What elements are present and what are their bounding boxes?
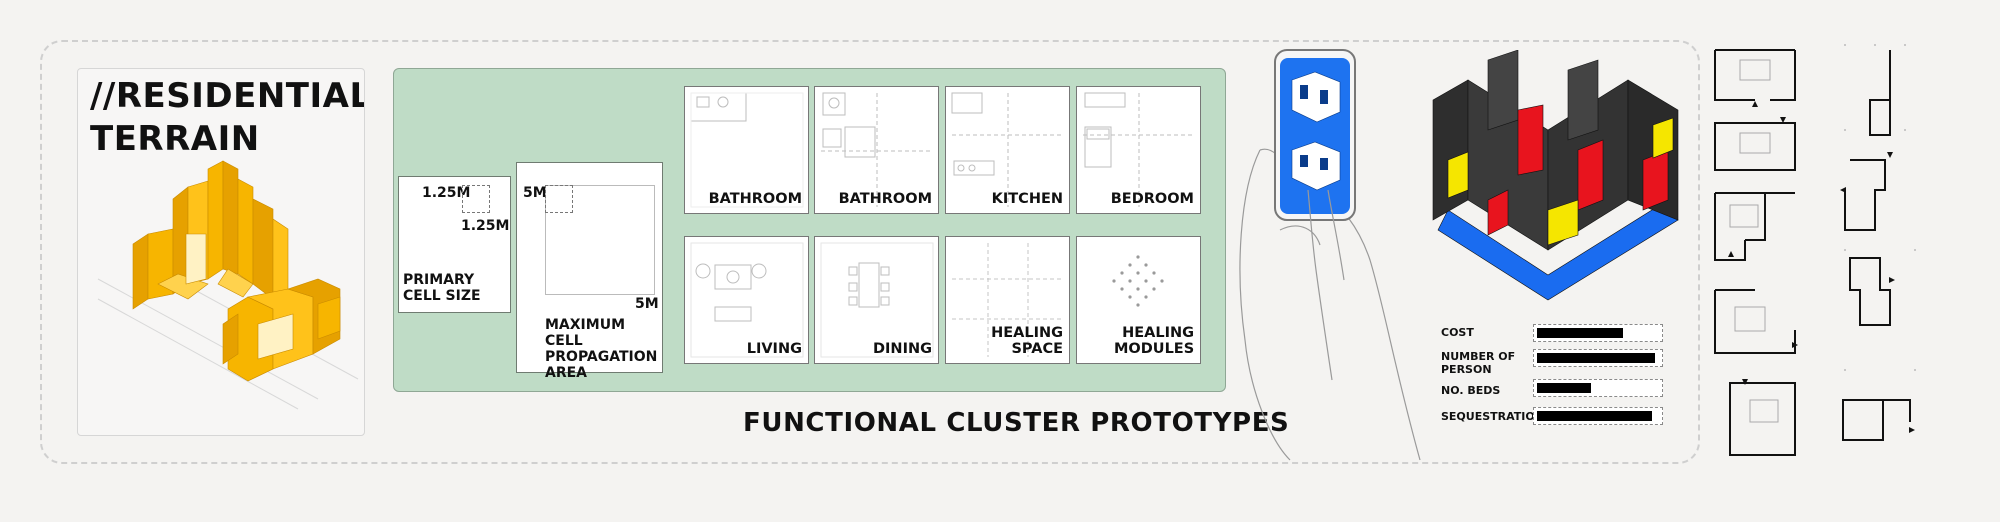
prototype-bedroom: BEDROOM [1076,86,1201,214]
bathroom-plan-icon [690,92,804,208]
dashed-frame [40,40,1700,464]
metric-fill [1537,383,1591,393]
primary-cell-label: PRIMARY CELL SIZE [403,272,481,304]
hand-with-phone-illustration [1239,49,1421,461]
prototype-label: KITCHEN [991,191,1063,207]
prototype-living: LIVING [684,236,809,364]
metric-bar-sequestration [1533,407,1663,425]
metric-label-sequestration: SEQUESTRATION [1441,410,1544,423]
kitchen-plan-icon [951,92,1064,207]
primary-cell-card: 1.25M 1.25M PRIMARY CELL SIZE [398,176,511,313]
floor-plan-column-a [1714,49,1798,456]
prototype-label: LIVING [746,341,802,357]
prototype-bathroom-1: BATHROOM [684,86,809,214]
maximum-cell-label: MAXIMUM CELL PROPAGATION AREA [545,317,658,381]
living-plan-icon [690,242,804,358]
voxel-terrain-illustration [97,160,359,410]
maximum-dim-top: 5M [523,185,547,201]
floor-plan-column-b [1840,44,1916,441]
primary-dim-right: 1.25M [461,218,510,234]
metric-bar-persons [1533,349,1663,367]
prototype-label: DINING [873,341,932,357]
prototype-kitchen: KITCHEN [945,86,1070,214]
healing-modules-icon [1112,255,1164,307]
metric-bar-beds [1533,379,1663,397]
axonometric-cluster-illustration [1432,50,1679,301]
maximum-dim-right: 5M [635,296,659,312]
metric-fill [1537,328,1623,338]
prototype-label: HEALING MODULES [1114,325,1195,357]
metric-label-persons: NUMBER OF PERSON [1441,350,1516,376]
residential-terrain-card: //RESIDENTIAL TERRAIN [77,68,365,436]
prototype-label: BATHROOM [838,191,932,207]
prototype-label: BATHROOM [708,191,802,207]
maximum-cell-square [545,185,655,295]
metric-fill [1537,353,1655,363]
metric-bar-cost [1533,324,1663,342]
metric-label-beds: NO. BEDS [1441,384,1501,397]
maximum-cell-subsquare [545,185,573,213]
primary-cell-square [462,185,490,213]
prototype-healing-modules: HEALING MODULES [1076,236,1201,364]
prototype-healing-space: HEALING SPACE [945,236,1070,364]
bedroom-plan-icon [1083,92,1195,207]
prototype-label: HEALING SPACE [991,325,1063,357]
healing-space-plan-icon [952,243,1064,357]
bathroom-plan-icon [821,92,933,207]
prototype-bathroom-2: BATHROOM [814,86,939,214]
section-title: FUNCTIONAL CLUSTER PROTOTYPES [743,408,1290,438]
residential-title: //RESIDENTIAL TERRAIN [90,76,365,159]
dining-plan-icon [820,242,934,358]
primary-dim-top: 1.25M [422,185,471,201]
metric-label-cost: COST [1441,326,1474,339]
maximum-cell-card: 5M 5M MAXIMUM CELL PROPAGATION AREA [516,162,663,381]
metric-fill [1537,411,1652,421]
prototype-label: BEDROOM [1110,191,1194,207]
prototype-dining: DINING [814,236,939,364]
